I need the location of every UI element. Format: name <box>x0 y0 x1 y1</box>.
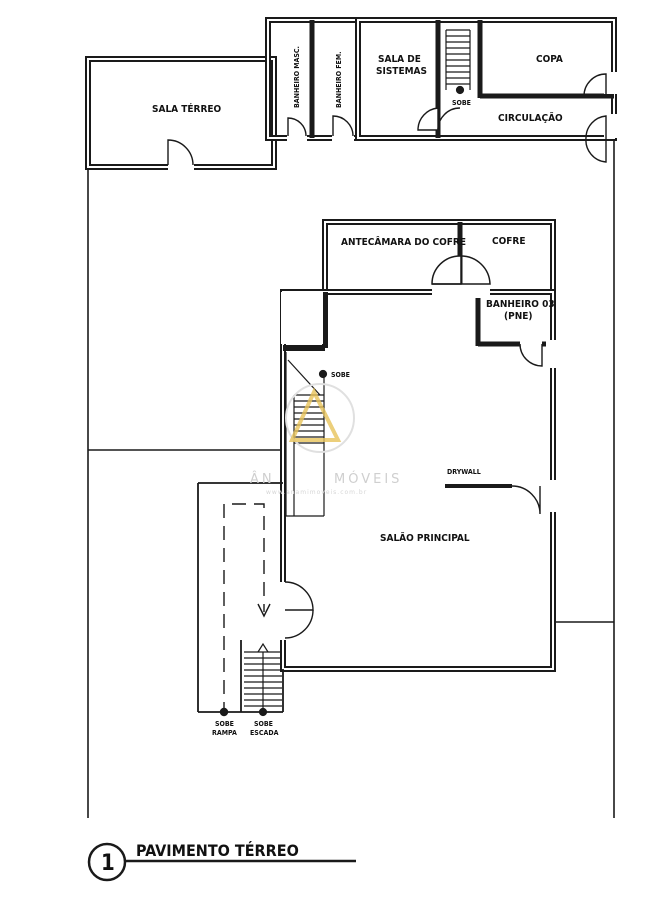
label-drywall: DRYWALL <box>447 468 481 476</box>
watermark-url: www.anamimoveis.com.br <box>266 489 367 496</box>
drywall <box>445 480 556 515</box>
label-antecamara: ANTECÂMARA DO COFRE <box>341 235 466 248</box>
watermark-logo <box>285 383 355 453</box>
label-banheiro-fem: BANHEIRO FEM. <box>335 51 343 108</box>
doors-top <box>167 72 618 172</box>
label-sobe-stair: SOBE <box>331 371 350 379</box>
label-copa: COPA <box>536 54 563 65</box>
label-sobe-escada-2: ESCADA <box>250 729 279 737</box>
title-text: PAVIMENTO TÉRREO <box>136 841 299 860</box>
label-sobe-rampa-1: SOBE <box>215 720 234 728</box>
door-cofre <box>431 255 491 298</box>
label-sobe-top: SOBE <box>452 99 471 107</box>
label-sala-sistemas-1: SALA DE <box>378 54 421 65</box>
label-sala-sistemas-2: SISTEMAS <box>376 66 427 77</box>
door-banheiro03 <box>519 339 556 368</box>
label-circulacao: CIRCULAÇÃO <box>498 111 563 124</box>
label-banheiro03-1: BANHEIRO 03 <box>486 299 555 310</box>
watermark-brand-right: MÓVEIS <box>334 471 402 487</box>
title-number: 1 <box>101 851 115 876</box>
wall-sistemas <box>355 17 617 141</box>
label-banheiro03-2: (PNE) <box>504 311 533 322</box>
drawing-title <box>87 842 356 882</box>
door-entrance <box>279 581 314 640</box>
top-stair <box>445 29 471 95</box>
ramp <box>219 503 271 717</box>
top-block-walls <box>85 17 617 170</box>
label-cofre: COFRE <box>492 236 525 247</box>
watermark-brand-left: ÂN <box>250 471 275 487</box>
label-banheiro-masc: BANHEIRO MASC. <box>293 46 301 108</box>
label-salao-principal: SALÃO PRINCIPAL <box>380 531 470 544</box>
label-sobe-rampa-2: RAMPA <box>212 729 237 737</box>
lot-boundary <box>87 20 615 818</box>
label-sobe-escada-1: SOBE <box>254 720 273 728</box>
main-block-walls <box>197 219 556 713</box>
label-sala-terreo: SALA TÉRREO <box>152 102 222 115</box>
exterior-stair <box>244 642 282 717</box>
